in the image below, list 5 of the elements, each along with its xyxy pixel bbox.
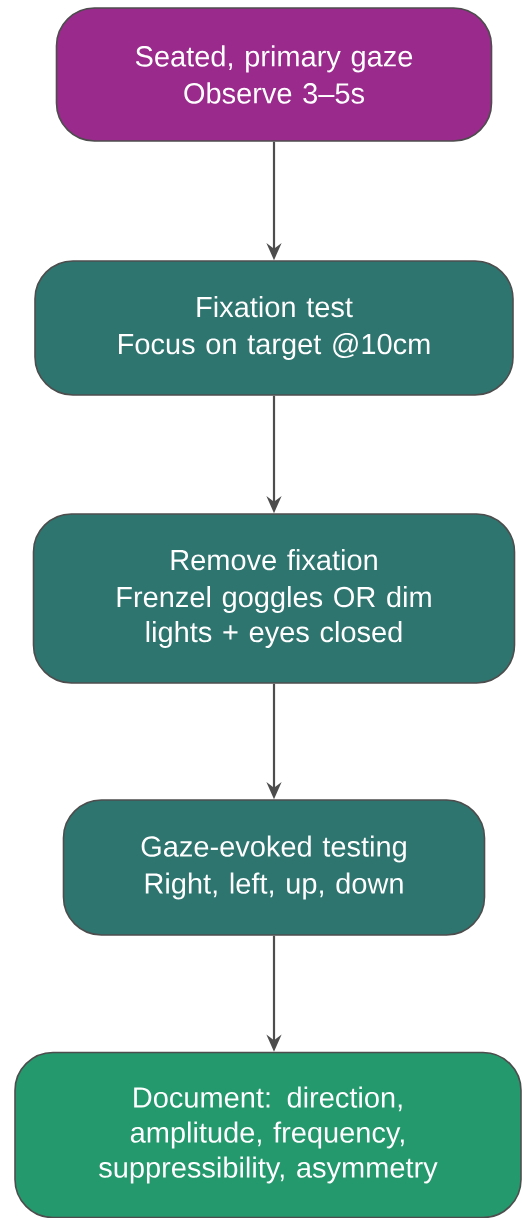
process-box: Gaze-evoked testing Right, left, up, down [62, 799, 486, 936]
process-box: Document: direction, amplitude, frequency, suppressibility, asymmetry [14, 1051, 522, 1218]
process-box: Fixation test Focus on target @10cm [34, 260, 514, 396]
process-box: Remove fixation Frenzel goggles OR dim lights + eyes closed [32, 513, 516, 684]
process-box: Seated, primary gaze Observe 3–5s [55, 7, 493, 142]
